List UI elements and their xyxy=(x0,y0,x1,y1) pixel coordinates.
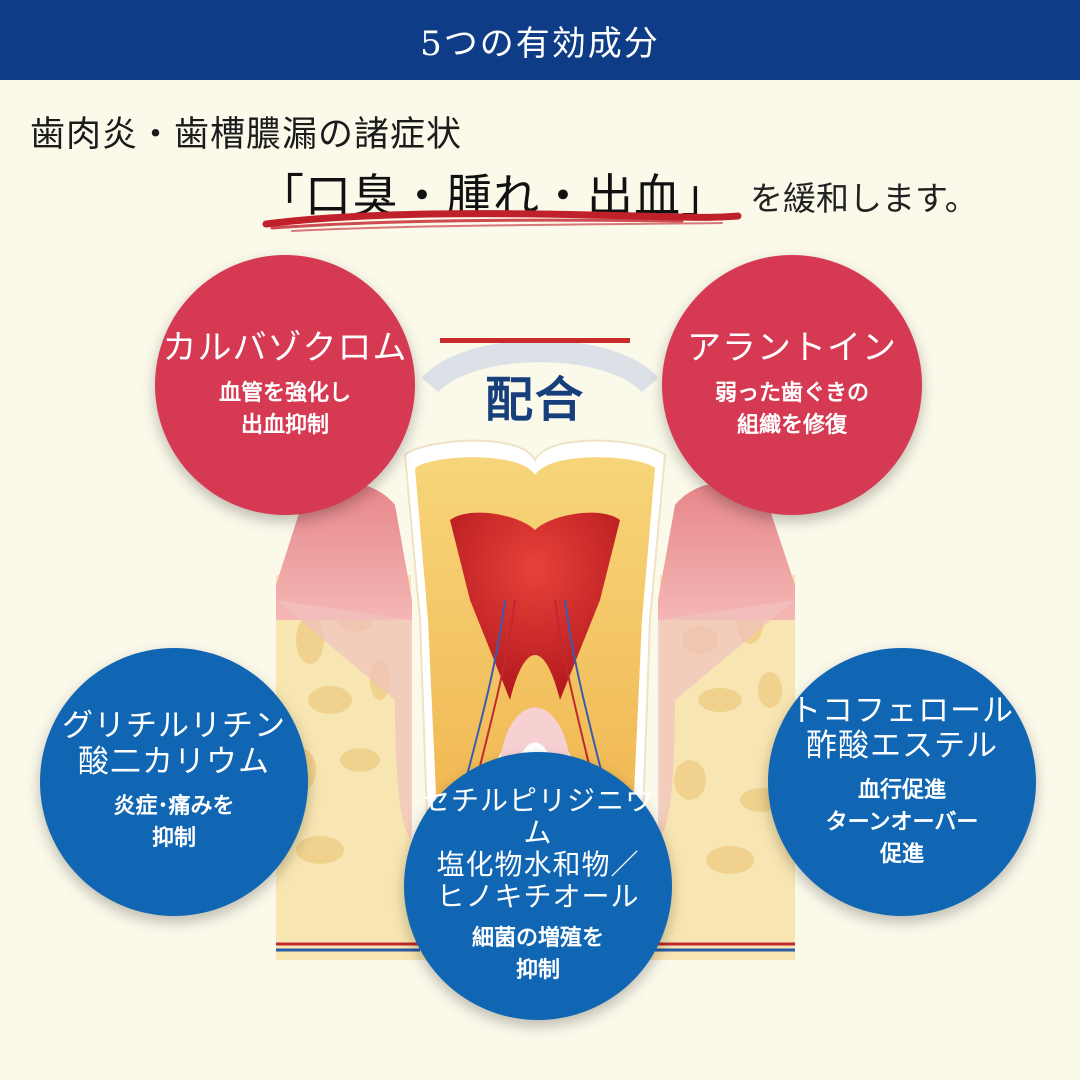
headline-suffix: を緩和します。 xyxy=(750,179,978,218)
header-bar: 5つの有効成分 xyxy=(0,0,1080,80)
ingredient-glycyrrhizinate-circle: グリチルリチン酸二カリウム炎症･痛みを抑制 xyxy=(40,648,308,916)
header-title: 5つの有効成分 xyxy=(420,23,660,64)
ingredient-effect: 炎症･痛みを抑制 xyxy=(113,791,234,855)
ingredient-effect-line: 抑制 xyxy=(151,825,196,851)
ingredient-name-line: 酸二カリウム xyxy=(78,744,270,781)
ingredient-effect: 細菌の増殖を抑制 xyxy=(472,923,604,987)
ingredient-effect-line: 血管を強化し xyxy=(218,380,351,406)
ingredient-name-line: ヒノキチオール xyxy=(436,880,640,914)
ingredient-name: カルバゾクロム xyxy=(162,327,408,368)
ingredient-carbazochrome-circle: カルバゾクロム血管を強化し出血抑制 xyxy=(155,255,415,515)
ingredient-name-line: 塩化物水和物／ xyxy=(436,848,640,882)
ingredient-effect-line: 血行促進 xyxy=(857,777,946,803)
gum-right xyxy=(658,483,795,620)
brush-underline xyxy=(262,210,742,232)
ingredient-allantoin-circle: アラントイン弱った歯ぐきの組織を修復 xyxy=(662,255,922,515)
ingredient-effect-line: 炎症･痛みを xyxy=(113,793,235,819)
ingredient-name-line: アラントイン xyxy=(687,327,897,368)
ingredient-name: トコフェロール酢酸エステル xyxy=(790,692,1014,765)
ingredient-tocopherol-circle: トコフェロール酢酸エステル血行促進ターンオーバー促進 xyxy=(768,648,1036,916)
ingredient-name-line: セチルピリジニウム xyxy=(421,783,654,849)
tooth-pulp xyxy=(450,512,620,700)
ingredient-name: セチルピリジニウム塩化物水和物／ヒノキチオール xyxy=(414,783,662,914)
ingredient-cetylpyridinium-circle: セチルピリジニウム塩化物水和物／ヒノキチオール細菌の増殖を抑制 xyxy=(404,752,672,1020)
center-accent-bar xyxy=(440,338,630,343)
ingredient-effect-line: 抑制 xyxy=(515,958,560,984)
ingredient-name-line: カルバゾクロム xyxy=(162,327,408,368)
ingredient-effect-line: 細菌の増殖を xyxy=(471,926,604,952)
ingredient-effect: 血管を強化し出血抑制 xyxy=(219,378,351,442)
ingredient-name: グリチルリチン酸二カリウム xyxy=(62,709,286,780)
headline-line1: 歯肉炎・歯槽膿漏の諸症状 xyxy=(30,115,463,155)
ingredient-name: アラントイン xyxy=(687,327,897,368)
ingredient-effect-line: 出血抑制 xyxy=(240,412,329,438)
ingredient-effect-line: ターンオーバー xyxy=(825,809,979,835)
ingredient-name-line: グリチルリチン xyxy=(62,708,286,745)
ingredient-effect: 弱った歯ぐきの組織を修復 xyxy=(715,378,869,442)
ingredient-effect: 血行促進ターンオーバー促進 xyxy=(826,775,979,871)
ingredient-effect-line: 促進 xyxy=(879,841,924,867)
ingredient-name-line: 酢酸エステル xyxy=(806,728,998,765)
gum-left xyxy=(276,483,412,620)
center-label: 配合 xyxy=(484,372,585,428)
ingredient-name-line: トコフェロール xyxy=(790,692,1014,729)
ingredient-effect-line: 組織を修復 xyxy=(736,412,847,438)
ingredient-effect-line: 弱った歯ぐきの xyxy=(714,380,869,406)
